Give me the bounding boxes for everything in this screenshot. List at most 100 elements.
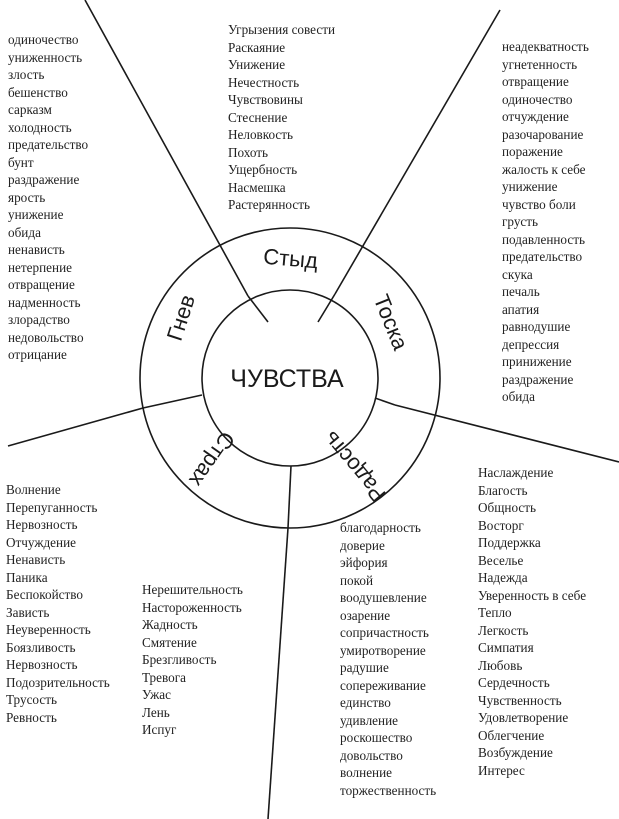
feeling-item: равнодушие: [502, 319, 571, 334]
feeling-item: волнение: [340, 765, 393, 780]
feeling-item: Боязливость: [6, 639, 76, 655]
feeling-item: Чувствовины: [228, 92, 303, 107]
feeling-item: раздражение: [8, 172, 80, 187]
feeling-item: Унижение: [228, 57, 286, 72]
feeling-item: неадекватность: [502, 39, 589, 54]
feeling-item: надменность: [8, 294, 81, 310]
inner-divider: [287, 465, 292, 529]
feeling-item: предательство: [8, 137, 89, 152]
feeling-item: Лень: [142, 704, 170, 720]
feeling-item: поражение: [502, 144, 563, 159]
feeling-item: торжественность: [340, 782, 437, 798]
feeling-item: роскошество: [340, 730, 413, 745]
feeling-item: нетерпение: [8, 259, 72, 275]
feeling-item: Ревность: [6, 709, 57, 725]
feeling-item: отвращение: [502, 74, 569, 89]
feeling-item: Благость: [478, 482, 528, 498]
inner-circle: [201, 289, 379, 467]
feeling-item: предательство: [502, 249, 583, 264]
feeling-item: одиночество: [8, 32, 79, 47]
feeling-item: обида: [8, 224, 41, 240]
outer-ring: [139, 227, 441, 529]
inner-divider: [317, 293, 336, 323]
feeling-item: Восторг: [478, 517, 524, 533]
feeling-item: угнетенность: [502, 56, 578, 72]
feeling-item: Надежда: [478, 570, 528, 585]
feeling-item: ярость: [8, 189, 46, 205]
feeling-item: Трусость: [6, 692, 57, 707]
feeling-item: Перепуганность: [6, 499, 98, 515]
divider-line: [7, 407, 144, 447]
feeling-item: Легкость: [478, 622, 529, 638]
feeling-item: чувство боли: [502, 196, 576, 212]
feeling-item: унижение: [8, 207, 64, 222]
feeling-item: апатия: [502, 301, 540, 317]
feeling-item: Неуверенность: [6, 622, 91, 637]
feeling-item: радушие: [340, 660, 389, 675]
feeling-item: Облегчение: [478, 727, 545, 743]
feeling-item: озарение: [340, 607, 391, 623]
feeling-item: унижение: [502, 179, 558, 194]
feeling-item: Тепло: [478, 605, 512, 620]
feeling-item: Наслаждение: [478, 465, 554, 480]
feeling-item: сопричастность: [340, 625, 429, 640]
feeling-item: умиротворение: [340, 642, 426, 658]
feeling-item: грусть: [502, 214, 539, 229]
feeling-item: Нервозность: [6, 517, 78, 532]
feeling-item: недовольство: [8, 329, 84, 345]
center-label: ЧУВСТВА: [230, 365, 344, 393]
feeling-item: сопереживание: [340, 677, 426, 693]
feeling-item: депрессия: [502, 336, 560, 352]
feeling-item: жалость к себе: [502, 161, 586, 177]
feeling-item: Нечестность: [228, 74, 300, 90]
feeling-item: Ущербность: [228, 162, 298, 177]
feeling-item: Общность: [478, 500, 536, 515]
feeling-item: Возбуждение: [478, 745, 553, 760]
feeling-item: Жадность: [142, 617, 198, 632]
feeling-item: Стеснение: [228, 109, 288, 125]
feeling-item: скука: [502, 266, 533, 282]
feeling-item: злость: [8, 67, 45, 82]
feeling-item: Сердечность: [478, 675, 550, 690]
feeling-item: Насмешка: [228, 179, 286, 195]
divider-line: [334, 9, 501, 295]
feeling-item: раздражение: [502, 371, 574, 387]
feeling-item: холодность: [8, 119, 72, 135]
feeling-item: Беспокойство: [6, 587, 83, 602]
feeling-item: Испуг: [142, 722, 177, 737]
segment-sadness: Тоска: [369, 291, 414, 354]
feeling-item: доверие: [340, 537, 385, 553]
feeling-item: разочарование: [502, 126, 584, 142]
feeling-item: Ужас: [142, 687, 171, 702]
feeling-item: Смятение: [142, 634, 197, 650]
feeling-item: принижение: [502, 354, 572, 369]
feeling-item: Уверенность в себе: [478, 587, 587, 603]
feeling-item: эйфория: [340, 555, 388, 570]
segment-anger: Гнев: [162, 292, 200, 344]
feeling-item: Симпатия: [478, 640, 534, 655]
feeling-item: Брезгливость: [142, 652, 217, 667]
feeling-item: отрицание: [8, 347, 67, 362]
segment-fear: Страх: [184, 427, 240, 492]
feeling-item: Ненависть: [6, 552, 66, 567]
feeling-item: Зависть: [6, 604, 50, 620]
segment-shame: Стыд: [262, 244, 319, 274]
feeling-item: Любовь: [478, 657, 523, 673]
sadness-list: неадекватность угнетенность отвращение один…: [502, 38, 589, 406]
feeling-item: отвращение: [8, 277, 75, 292]
feeling-item: единство: [340, 695, 391, 710]
feeling-item: обида: [502, 389, 535, 404]
feeling-item: одиночество: [502, 91, 573, 107]
feeling-item: Веселье: [478, 552, 524, 568]
feeling-item: Угрызения совести: [228, 22, 336, 37]
feeling-item: Раскаяние: [228, 39, 286, 55]
divider-line: [84, 0, 249, 297]
feeling-item: Растерянность: [228, 197, 310, 212]
feeling-item: удивление: [340, 712, 398, 728]
feeling-item: Похоть: [228, 144, 269, 160]
